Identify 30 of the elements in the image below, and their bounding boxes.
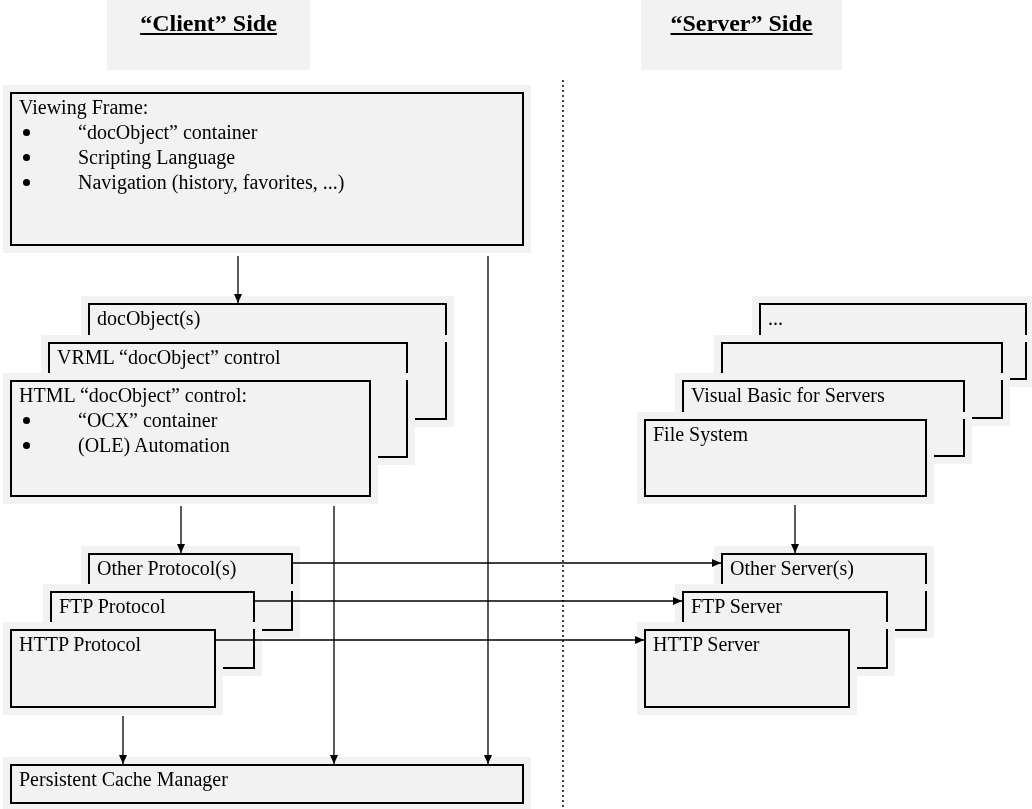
bullet-item: “OCX” container xyxy=(78,408,218,433)
arrow xyxy=(254,597,683,605)
bullet-item: Scripting Language xyxy=(78,145,236,170)
arrow xyxy=(234,255,242,304)
arrow xyxy=(791,504,799,554)
box-title: Other Protocol(s) xyxy=(97,556,238,581)
arrow xyxy=(119,715,127,765)
bullet-item: Navigation (history, favorites, ...) xyxy=(78,170,345,195)
bullet-item: “docObject” container xyxy=(78,120,258,145)
box-title: FTP Server xyxy=(691,594,783,619)
arrow xyxy=(292,559,722,567)
box-title: ... xyxy=(768,306,784,331)
bullet-item: (OLE) Automation xyxy=(78,433,230,458)
arrow xyxy=(215,636,645,644)
box-title: FTP Protocol xyxy=(59,594,167,619)
box-title: File System xyxy=(653,422,749,447)
box-title: HTTP Protocol xyxy=(19,632,143,657)
arrow xyxy=(177,505,185,554)
box-title: Visual Basic for Servers xyxy=(691,383,886,408)
box-title: HTTP Server xyxy=(653,632,761,657)
box-title: Other Server(s) xyxy=(730,556,855,581)
arrow xyxy=(330,505,338,765)
arrow xyxy=(484,255,492,765)
heading-text: “Client” Side xyxy=(140,9,277,38)
box-title: Persistent Cache Manager xyxy=(19,767,229,792)
box-title: Viewing Frame: xyxy=(19,95,150,120)
heading-text: “Server” Side xyxy=(670,9,813,38)
box-title: VRML “docObject” control xyxy=(57,345,282,370)
box-title: docObject(s) xyxy=(97,306,202,331)
box-title: HTML “docObject” control: xyxy=(19,383,249,408)
